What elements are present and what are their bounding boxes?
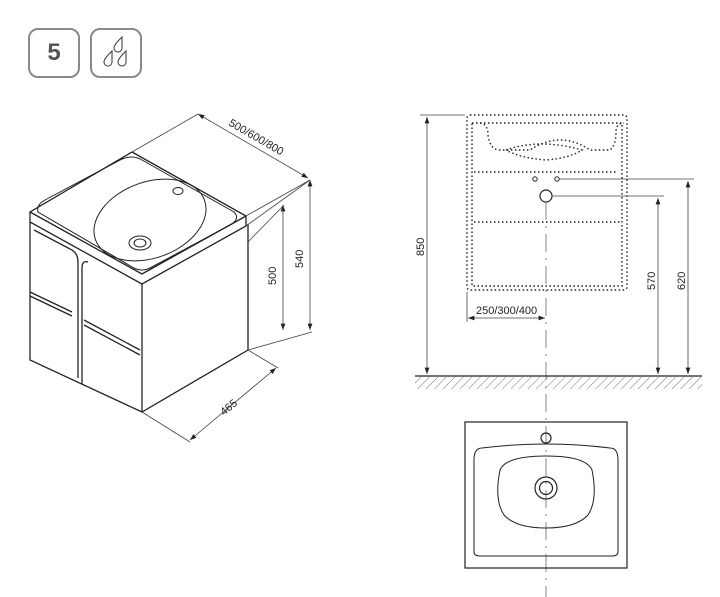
water-drops-icon	[103, 35, 127, 67]
warranty-years-number: 5	[47, 39, 61, 66]
height-500-label: 500	[267, 267, 279, 285]
floor-hatch	[415, 377, 702, 389]
front-view	[415, 114, 702, 597]
left-dimensions	[131, 113, 313, 443]
height-540-label: 540	[294, 250, 306, 268]
offset-dimension-label: 250/300/400	[476, 305, 537, 317]
height-620-label: 620	[676, 272, 688, 290]
height-570-label: 570	[646, 272, 658, 290]
height-850-label: 850	[415, 238, 427, 256]
warranty-years-badge: 5	[28, 28, 80, 78]
top-view	[464, 421, 628, 569]
width-dimension-label: 500/600/800	[227, 117, 286, 158]
water-resistance-badge	[90, 28, 142, 78]
isometric-cabinet	[29, 151, 249, 413]
